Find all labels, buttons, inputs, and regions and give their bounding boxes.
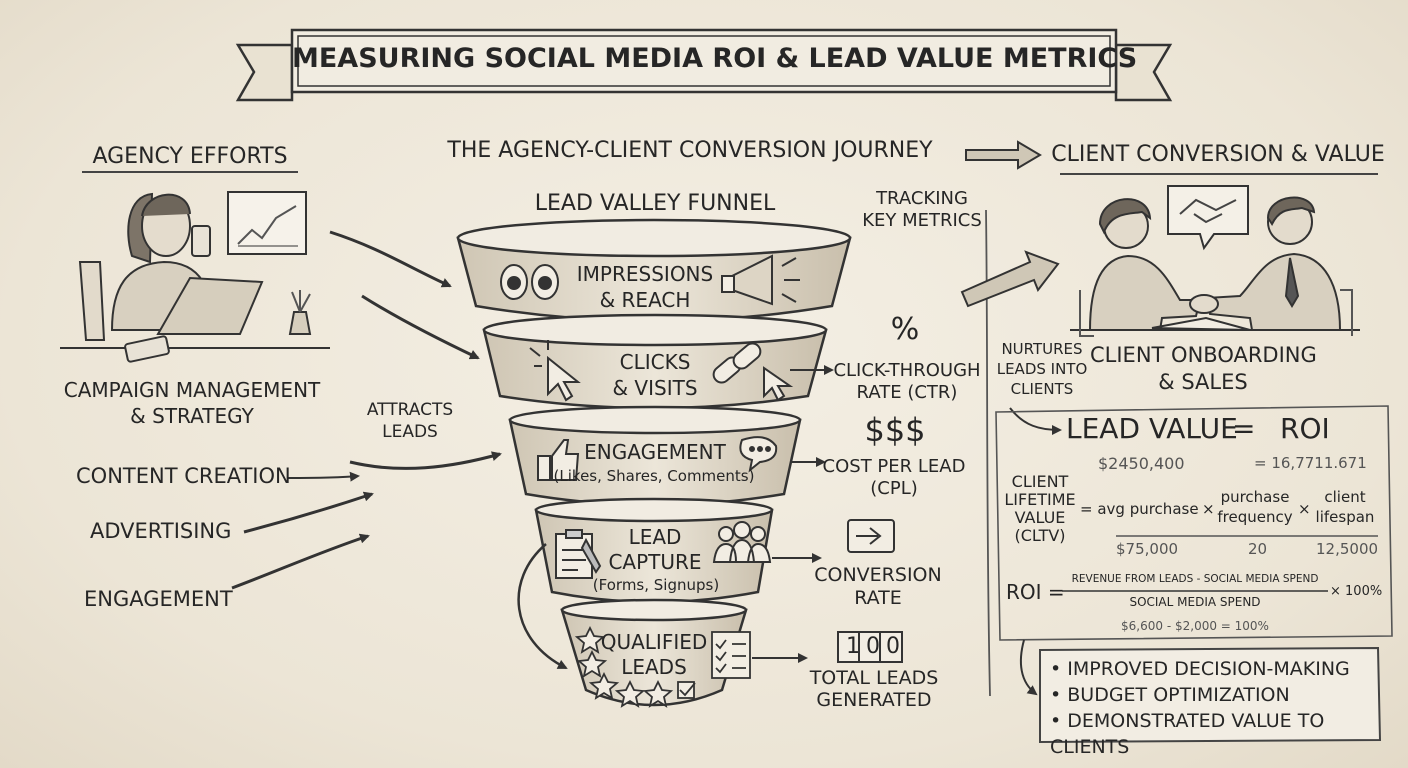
clipboard-people-icon xyxy=(555,521,772,579)
cursor-link-icon xyxy=(529,340,794,402)
stage-lead-capture-2: CAPTURE xyxy=(608,550,702,574)
metric-arrows xyxy=(752,365,834,663)
funnel xyxy=(456,218,852,707)
ctr-label-1: CLICK-THROUGH xyxy=(833,360,981,381)
purchase-frequency-1: purchase xyxy=(1220,488,1290,506)
stage-impressions-2: & REACH xyxy=(599,288,691,312)
roi-example: $6,600 - $2,000 = 100% xyxy=(1121,619,1269,633)
funnel-heading: LEAD VALLEY FUNNEL xyxy=(534,191,776,216)
avg-value: $75,000 xyxy=(1116,540,1179,558)
stage-lead-capture-3: (Forms, Signups) xyxy=(592,576,720,594)
client-illustration xyxy=(1070,185,1360,337)
agency-illustration xyxy=(60,191,330,363)
roi-amount: = 16,7711.671 xyxy=(1254,454,1367,472)
lead-value-label: LEAD VALUE xyxy=(1066,412,1238,445)
formula-panel xyxy=(995,405,1393,641)
lead-value-amount: $2450,400 xyxy=(1098,454,1185,473)
benefit-item: DEMONSTRATED VALUE TO CLIENTS xyxy=(1050,708,1408,760)
total-leads-label-1: TOTAL LEADS xyxy=(809,667,939,689)
cpl-label-1: COST PER LEAD xyxy=(822,456,966,477)
stage-qualified-1: QUALIFIED xyxy=(600,630,708,654)
lifespan-value: 12,5000 xyxy=(1316,540,1379,558)
conversion-arrow-icon xyxy=(856,527,882,545)
roi-formula-label: ROI = xyxy=(1006,580,1065,604)
cltv-label-2: LIFETIME xyxy=(1004,490,1076,509)
journey-heading: THE AGENCY-CLIENT CONVERSION JOURNEY xyxy=(447,138,933,163)
benefits-arrow xyxy=(1019,639,1038,696)
stage-qualified-2: LEADS xyxy=(621,655,687,679)
agency-heading: AGENCY EFFORTS xyxy=(92,144,288,169)
cpl-symbol: $$$ xyxy=(864,411,926,449)
avg-purchase: = avg purchase xyxy=(1080,500,1199,518)
section-divider xyxy=(985,209,991,697)
client-heading: CLIENT CONVERSION & VALUE xyxy=(1051,142,1385,167)
tracking-label-1: TRACKING xyxy=(876,188,968,209)
loop-arrow xyxy=(517,543,568,670)
roi-denominator: SOCIAL MEDIA SPEND xyxy=(1129,595,1261,609)
attracts-label-2: LEADS xyxy=(382,422,438,442)
nurtures-label-3: CLIENTS xyxy=(1010,380,1074,398)
benefit-item: BUDGET OPTIMIZATION xyxy=(1050,682,1408,708)
stage-clicks-1: CLICKS xyxy=(619,350,691,374)
journey-arrow xyxy=(965,140,1042,170)
effort-advertising: ADVERTISING xyxy=(90,519,232,543)
stage-engagement-2: (Likes, Shares, Comments) xyxy=(553,467,755,485)
onboarding-label-2: & SALES xyxy=(1158,370,1248,394)
effort-engagement: ENGAGEMENT xyxy=(84,587,233,611)
conversion-label-2: RATE xyxy=(854,587,902,609)
campaign-label-2: & STRATEGY xyxy=(130,404,254,428)
nurtures-label-2: LEADS INTO xyxy=(996,360,1088,378)
formula-equals: = xyxy=(1232,412,1256,445)
stage-engagement-1: ENGAGEMENT xyxy=(584,440,726,464)
campaign-label-1: CAMPAIGN MANAGEMENT xyxy=(63,378,321,402)
client-lifespan-2: lifespan xyxy=(1315,508,1375,526)
stage-impressions-1: IMPRESSIONS xyxy=(576,262,714,286)
conversion-label-1: CONVERSION xyxy=(814,564,942,586)
effort-content-creation: CONTENT CREATION xyxy=(76,464,291,488)
roi-multiplier: × 100% xyxy=(1330,584,1383,599)
stars-checklist-icon xyxy=(574,625,751,708)
ctr-symbol: % xyxy=(890,312,920,347)
client-lifespan-1: client xyxy=(1324,488,1366,506)
cltv-label-1: CLIENT xyxy=(1011,472,1069,491)
counter-icon xyxy=(837,631,903,663)
tracking-label-2: KEY METRICS xyxy=(862,210,982,231)
roi-numerator: REVENUE FROM LEADS - SOCIAL MEDIA SPEND xyxy=(1071,573,1319,585)
thumbs-up-chat-icon xyxy=(537,436,778,481)
client-arrow xyxy=(960,250,1060,308)
eyes-megaphone-icon xyxy=(500,254,800,306)
title-banner xyxy=(235,28,1173,102)
attracts-label-1: ATTRACTS xyxy=(366,400,454,420)
total-leads-count: 100 xyxy=(846,634,906,659)
ctr-label-2: RATE (CTR) xyxy=(856,382,958,403)
roi-label: ROI xyxy=(1280,412,1330,445)
inflow-arrows xyxy=(231,230,502,590)
stage-clicks-2: & VISITS xyxy=(612,376,698,400)
total-leads-label-2: GENERATED xyxy=(816,689,932,711)
cltv-label-4: (CLTV) xyxy=(1014,526,1066,545)
stage-lead-capture-1: LEAD xyxy=(628,525,682,549)
purchase-frequency-2: frequency xyxy=(1217,508,1293,526)
page-title: MEASURING SOCIAL MEDIA ROI & LEAD VALUE … xyxy=(292,43,1138,74)
benefit-item: IMPROVED DECISION-MAKING xyxy=(1050,656,1408,682)
times-1: × xyxy=(1202,500,1215,518)
nurtures-label-1: NURTURES xyxy=(1001,340,1083,358)
times-2: × xyxy=(1298,500,1311,518)
cpl-label-2: (CPL) xyxy=(870,478,918,499)
benefits-list: IMPROVED DECISION-MAKING BUDGET OPTIMIZA… xyxy=(1050,656,1408,760)
frequency-value: 20 xyxy=(1248,540,1268,558)
onboarding-label-1: CLIENT ONBOARDING xyxy=(1090,343,1317,367)
cltv-label-3: VALUE xyxy=(1014,508,1066,527)
